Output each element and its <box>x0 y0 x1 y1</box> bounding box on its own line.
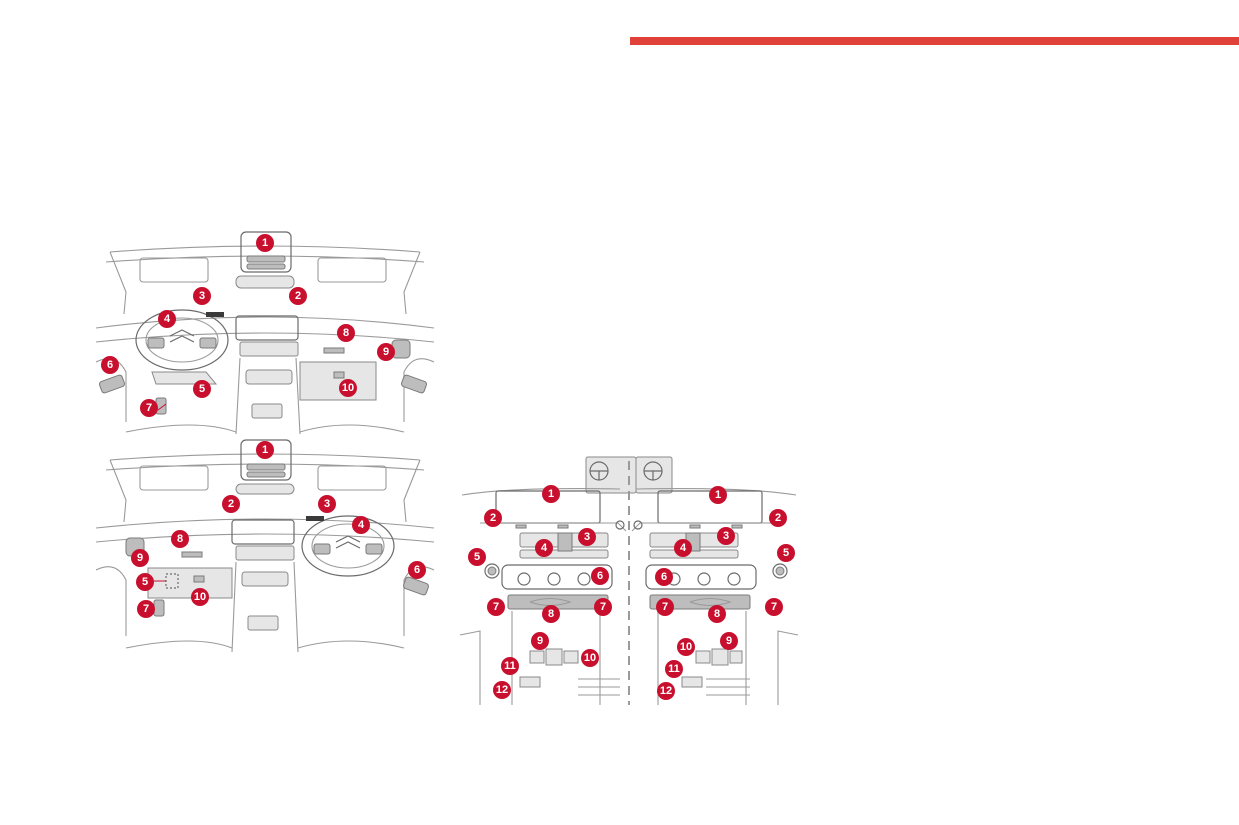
callout-right-5: 5 <box>777 544 795 562</box>
callout-right-8: 8 <box>708 605 726 623</box>
callout-6: 6 <box>408 561 426 579</box>
callout-right-6: 6 <box>655 568 673 586</box>
center-console-diagram: 1 2 3 4 5 6 7 7 8 9 10 11 12 1 2 3 4 5 6… <box>459 455 799 705</box>
callout-1: 1 <box>256 441 274 459</box>
callout-5: 5 <box>136 573 154 591</box>
svg-text:4: 4 <box>358 519 365 531</box>
svg-text:4: 4 <box>680 542 687 554</box>
callout-2: 2 <box>222 495 240 513</box>
svg-text:2: 2 <box>490 512 496 524</box>
svg-text:6: 6 <box>107 359 113 371</box>
svg-text:1: 1 <box>262 444 268 456</box>
callout-7: 7 <box>137 600 155 618</box>
callout-8: 8 <box>337 324 355 342</box>
svg-text:8: 8 <box>177 533 183 545</box>
callout-8: 8 <box>171 530 189 548</box>
svg-text:1: 1 <box>548 488 554 500</box>
svg-text:7: 7 <box>143 603 149 615</box>
svg-text:5: 5 <box>474 551 480 563</box>
svg-text:4: 4 <box>164 313 171 325</box>
svg-text:10: 10 <box>194 591 206 603</box>
callout-right-1: 1 <box>709 486 727 504</box>
callout-left-1: 1 <box>542 485 560 503</box>
callout-right-12: 12 <box>657 682 675 700</box>
callout-5: 5 <box>193 380 211 398</box>
steering-wheel-icon <box>643 461 663 481</box>
svg-text:8: 8 <box>343 327 349 339</box>
callout-6: 6 <box>101 356 119 374</box>
svg-text:4: 4 <box>541 542 548 554</box>
callout-right-9: 9 <box>720 632 738 650</box>
callout-right-7a: 7 <box>656 598 674 616</box>
callout-left-8: 8 <box>542 605 560 623</box>
callout-left-7a: 7 <box>487 598 505 616</box>
svg-text:5: 5 <box>783 547 789 559</box>
callout-right-11: 11 <box>665 660 683 678</box>
callout-right-2: 2 <box>769 509 787 527</box>
callout-left-3: 3 <box>578 528 596 546</box>
callout-10: 10 <box>191 588 209 606</box>
svg-text:7: 7 <box>146 402 152 414</box>
callout-right-4: 4 <box>674 539 692 557</box>
callout-left-2: 2 <box>484 509 502 527</box>
callout-left-9: 9 <box>531 632 549 650</box>
svg-text:10: 10 <box>584 652 596 664</box>
header-accent-bar <box>630 37 1239 45</box>
svg-text:1: 1 <box>715 489 721 501</box>
svg-text:9: 9 <box>726 635 732 647</box>
svg-text:8: 8 <box>548 608 554 620</box>
svg-text:7: 7 <box>600 601 606 613</box>
svg-text:7: 7 <box>493 601 499 613</box>
callout-1: 1 <box>256 234 274 252</box>
callout-7: 7 <box>140 399 158 417</box>
callout-9: 9 <box>377 343 395 361</box>
svg-text:5: 5 <box>199 383 205 395</box>
svg-text:7: 7 <box>771 601 777 613</box>
callout-left-11: 11 <box>501 657 519 675</box>
svg-text:5: 5 <box>142 576 148 588</box>
svg-text:9: 9 <box>537 635 543 647</box>
svg-text:9: 9 <box>383 346 389 358</box>
svg-text:11: 11 <box>668 663 680 675</box>
callout-2: 2 <box>289 287 307 305</box>
callout-4: 4 <box>158 310 176 328</box>
svg-text:2: 2 <box>228 498 234 510</box>
svg-text:6: 6 <box>597 570 603 582</box>
svg-text:3: 3 <box>199 290 205 302</box>
svg-text:2: 2 <box>775 512 781 524</box>
callout-left-5: 5 <box>468 548 486 566</box>
callout-left-10: 10 <box>581 649 599 667</box>
svg-text:3: 3 <box>723 530 729 542</box>
svg-text:7: 7 <box>662 601 668 613</box>
callout-right-7b: 7 <box>765 598 783 616</box>
svg-text:2: 2 <box>295 290 301 302</box>
callout-4: 4 <box>352 516 370 534</box>
svg-text:3: 3 <box>584 531 590 543</box>
svg-text:12: 12 <box>496 684 508 696</box>
svg-text:3: 3 <box>324 498 330 510</box>
steering-wheel-icon <box>589 461 609 481</box>
svg-text:8: 8 <box>714 608 720 620</box>
callout-3: 3 <box>318 495 336 513</box>
callout-9: 9 <box>131 549 149 567</box>
callout-left-4: 4 <box>535 539 553 557</box>
svg-text:10: 10 <box>680 641 692 653</box>
callout-3: 3 <box>193 287 211 305</box>
dashboard-diagram-lhd: 1 2 3 4 5 6 7 8 9 10 <box>95 231 435 435</box>
callout-right-3: 3 <box>717 527 735 545</box>
svg-text:1: 1 <box>262 237 268 249</box>
callout-10: 10 <box>339 379 357 397</box>
callout-right-10: 10 <box>677 638 695 656</box>
dashboard-diagram-rhd: 1 2 3 4 5 6 7 8 9 10 <box>95 439 435 653</box>
svg-text:6: 6 <box>414 564 420 576</box>
svg-text:11: 11 <box>504 660 516 672</box>
callout-left-7b: 7 <box>594 598 612 616</box>
svg-text:10: 10 <box>342 382 354 394</box>
svg-text:6: 6 <box>661 571 667 583</box>
callout-left-12: 12 <box>493 681 511 699</box>
svg-text:12: 12 <box>660 685 672 697</box>
callout-left-6: 6 <box>591 567 609 585</box>
svg-text:9: 9 <box>137 552 143 564</box>
